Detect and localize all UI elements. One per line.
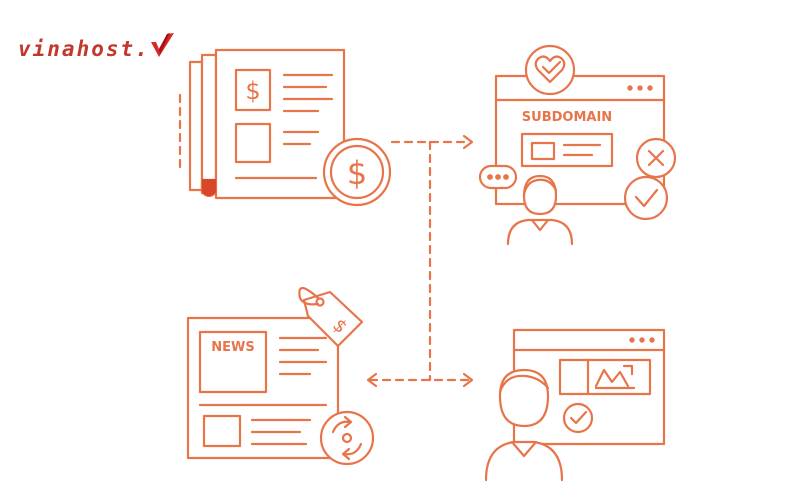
check-circle-icon — [623, 175, 669, 221]
check-badge-icon — [562, 402, 594, 434]
vinahost-logo: vinahost. — [18, 30, 176, 60]
subdomain-label: SUBDOMAIN — [521, 110, 613, 125]
news-label: NEWS — [211, 340, 255, 355]
svg-text:$: $ — [347, 154, 367, 192]
chat-bubble-icon — [478, 164, 518, 190]
svg-text:$: $ — [245, 77, 260, 105]
user-icon — [506, 174, 574, 246]
heart-check-icon — [524, 44, 576, 96]
arrow-heads — [366, 134, 474, 388]
user-icon — [484, 368, 564, 482]
refresh-cycle-icon — [319, 410, 375, 466]
chart-icon — [594, 364, 636, 390]
check-leaf-icon — [150, 33, 174, 57]
logo-text: vinahost. — [18, 37, 150, 61]
close-circle-icon — [635, 137, 677, 179]
news-paper-icon — [186, 316, 340, 460]
dollar-coin-icon: $ — [322, 137, 392, 207]
price-tag-icon: $ — [298, 286, 364, 348]
newspaper-icon: $ — [188, 48, 346, 200]
connector-lines — [178, 93, 472, 382]
